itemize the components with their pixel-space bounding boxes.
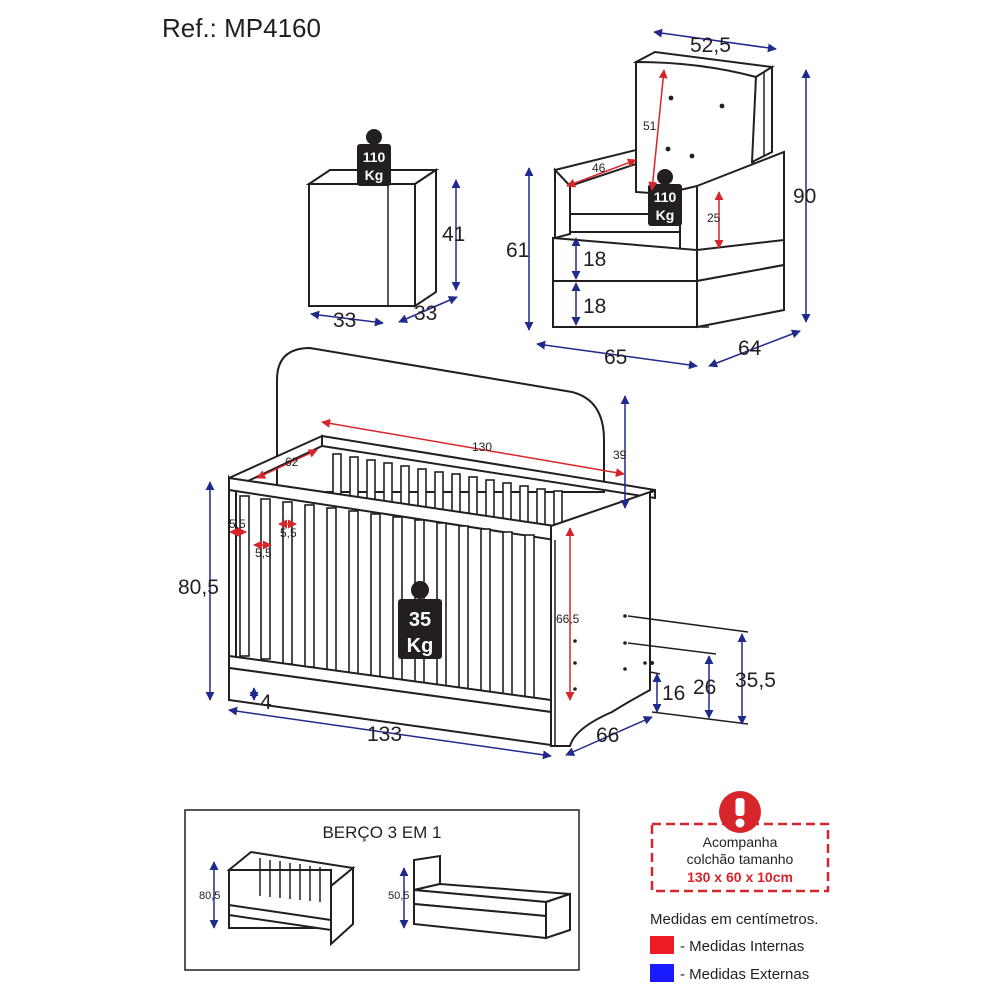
notice-line-1: Acompanha [703, 834, 778, 850]
armchair-total-height-label: 90 [793, 185, 816, 208]
reference-title: Ref.: MP4160 [162, 13, 321, 43]
armchair-top-width-label: 52,5 [690, 34, 731, 57]
crib-depth-label: 66 [596, 724, 619, 747]
crib-total-height-label: 80,5 [178, 576, 219, 599]
crib-slat-gap-3-label: 5,5 [280, 526, 297, 540]
armchair-drawer-1-label: 18 [583, 248, 606, 271]
crib-mattress-length-label: 130 [472, 440, 492, 454]
armchair-width-label: 65 [604, 346, 627, 369]
armchair-dimensions: 52,5 51 46 25 90 61 18 18 65 64 [506, 28, 816, 370]
nightstand-height-label: 41 [442, 223, 465, 246]
legend: Medidas em centímetros. - Medidas Intern… [650, 911, 818, 983]
crib-height-high-label: 35,5 [735, 669, 776, 692]
armchair-arm-total-height-label: 61 [506, 239, 529, 262]
notice-line-3: 130 x 60 x 10cm [687, 869, 793, 885]
weight-icon-crib: 35 Kg [398, 581, 442, 659]
nightstand-weight-unit: Kg [365, 167, 384, 183]
crib-mattress-width-label: 62 [285, 455, 299, 469]
armchair-seat-depth-label: 46 [592, 161, 606, 175]
modes-box: BERÇO 3 EM 1 80,5 50,5 [184, 809, 580, 971]
armchair-arm-height-label: 25 [707, 211, 721, 225]
nightstand-weight-value: 110 [363, 149, 386, 165]
crib-length-label: 133 [367, 723, 402, 746]
crib-slat-gap-1-label: 5,5 [229, 517, 246, 531]
crib-slat-gap-2-label: 5,5 [255, 546, 272, 560]
modes-title: BERÇO 3 EM 1 [322, 823, 441, 842]
weight-icon-nightstand: 110 Kg [357, 129, 391, 186]
mode-crib-height-label: 80,5 [199, 890, 220, 902]
crib-headboard-height-label: 39 [613, 448, 627, 462]
armchair-drawer-2-label: 18 [583, 295, 606, 318]
armchair-depth-label: 64 [738, 337, 762, 360]
mode-bed-drawing [413, 854, 571, 940]
armchair-back-height-label: 51 [643, 119, 657, 133]
crib-height-low-label: 16 [662, 682, 685, 705]
notice-line-2: colchão tamanho [687, 851, 794, 867]
nightstand-drawing [305, 168, 440, 308]
crib-dimensions: 39 130 62 5,5 5,5 5,5 80,5 66,5 4 133 66… [178, 395, 776, 760]
crib-inner-height-label: 66,5 [556, 612, 580, 626]
legend-internal-label: - Medidas Internas [680, 938, 804, 955]
mode-crib-drawing [226, 850, 356, 947]
crib-drawing [228, 346, 656, 747]
armchair-weight-value: 110 [654, 189, 677, 205]
legend-external-swatch [650, 964, 674, 982]
mattress-notice: Acompanha colchão tamanho 130 x 60 x 10c… [650, 791, 830, 893]
armchair-weight-unit: Kg [656, 207, 675, 223]
mode-bed-height-label: 50,5 [388, 890, 409, 902]
legend-title: Medidas em centímetros. [650, 911, 818, 928]
nightstand-depth-label: 33 [414, 302, 437, 325]
crib-base-clearance-label: 4 [260, 691, 272, 714]
exclamation-icon [719, 791, 761, 833]
crib-weight-value: 35 [409, 609, 431, 631]
crib-height-mid-label: 26 [693, 676, 716, 699]
legend-internal-swatch [650, 936, 674, 954]
nightstand-dimensions: 41 33 33 [310, 179, 465, 332]
legend-external-label: - Medidas Externas [680, 966, 809, 983]
crib-weight-unit: Kg [407, 635, 434, 657]
nightstand-width-label: 33 [333, 309, 356, 332]
